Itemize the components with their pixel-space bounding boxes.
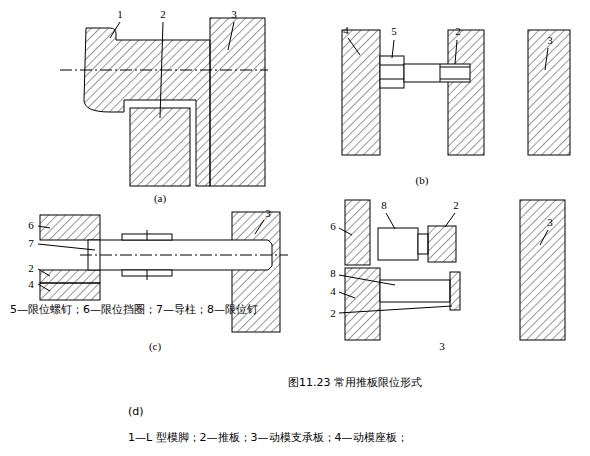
callout-number: 4 [330, 285, 336, 297]
leader-line [392, 40, 394, 58]
stop-pin [378, 228, 418, 260]
screw-shank [404, 64, 470, 82]
stop-ring-plate [345, 200, 370, 265]
key-text: 5—限位螺钉；6—限位挡圈；7—导柱；8—限位钉 [10, 303, 258, 316]
push-plate [428, 226, 456, 262]
leader-line [38, 226, 50, 228]
hex-edge [380, 79, 404, 80]
stop-pin [380, 280, 450, 302]
push-plate [448, 30, 484, 155]
callout-number: 5 [391, 25, 397, 37]
clamp-plate [342, 30, 380, 155]
callout-number: 2 [28, 262, 34, 274]
ring-notch [147, 270, 148, 280]
leader-line [348, 38, 360, 55]
figure-label: (b) [416, 174, 429, 186]
callout-number: 3 [547, 216, 553, 228]
clamp-plate [40, 283, 100, 300]
leader-line [545, 48, 548, 70]
figure-label: (a) [154, 192, 166, 204]
callout-number: 8 [330, 267, 336, 279]
callout-number: 4 [343, 24, 349, 36]
l-leg [84, 28, 210, 186]
callout-number: 4 [28, 278, 34, 290]
leader-line [110, 22, 120, 38]
thread-line [440, 79, 470, 80]
leader-line [160, 22, 163, 118]
stop-pin-neck [418, 234, 428, 254]
center-line [80, 255, 288, 256]
leader-line [38, 269, 50, 276]
leader-line [445, 213, 455, 227]
figure-label: (c) [149, 340, 161, 352]
callout-number: 7 [28, 237, 34, 249]
callout-number: 2 [453, 199, 459, 211]
callout-number: 2 [160, 8, 166, 20]
leader-line [339, 228, 352, 235]
callout-number: 8 [381, 199, 387, 211]
figure-a [60, 18, 268, 186]
callout-number: 1 [117, 8, 123, 20]
leader-line [38, 244, 95, 250]
callout-number: 2 [330, 307, 336, 319]
figure-b [342, 30, 570, 155]
thread-line [440, 67, 470, 68]
screw-head [380, 56, 404, 88]
ring-notch [147, 230, 148, 240]
push-plate [450, 272, 460, 310]
leader-line [255, 220, 264, 234]
leader-line [339, 275, 395, 285]
leader-line [386, 213, 395, 229]
callout-number: 2 [455, 25, 461, 37]
key-text: (d) [128, 405, 144, 418]
callout-number: 3 [547, 34, 553, 46]
support-plate [528, 30, 570, 155]
leader-line [540, 230, 548, 245]
support-plate [520, 200, 565, 340]
center-line [60, 70, 268, 71]
leader-line [339, 306, 452, 313]
callout-number: 6 [28, 219, 34, 231]
figure-d [339, 200, 565, 340]
leader-line [38, 284, 50, 291]
callout-number: 3 [439, 340, 445, 352]
thread-line [440, 64, 441, 82]
key-text: 1—L 型模脚；2—推板；3—动模支承板；4—动模座板； [128, 431, 408, 444]
support-plate [210, 18, 265, 186]
callout-number: 3 [265, 207, 271, 219]
leader-line [455, 40, 457, 64]
leader-line [228, 22, 234, 50]
hex-edge [380, 65, 404, 66]
leader-line [339, 292, 355, 298]
callout-number: 3 [231, 8, 237, 20]
callout-number: 6 [330, 220, 336, 232]
push-plate [40, 270, 100, 283]
figure-caption: 图11.23 常用推板限位形式 [288, 376, 422, 389]
push-plate [130, 108, 190, 186]
